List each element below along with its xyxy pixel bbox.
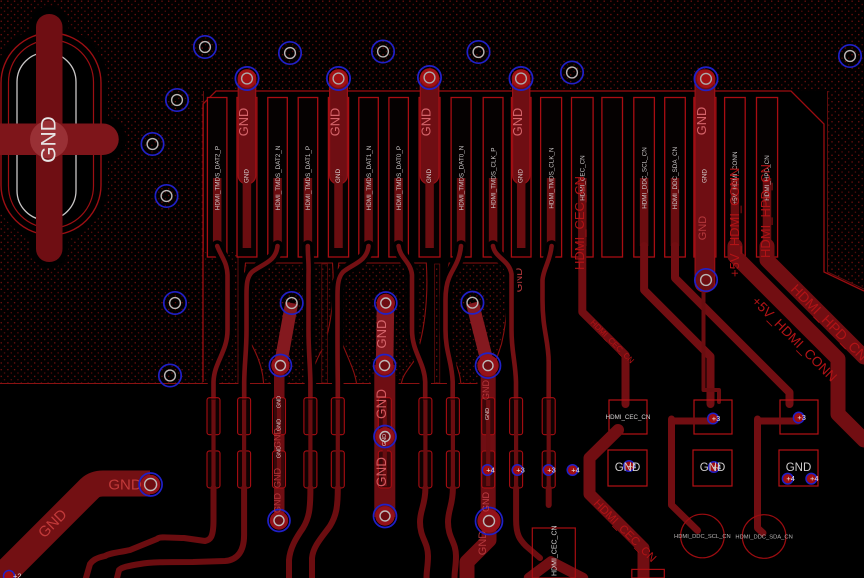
svg-text:HDMI_TMDS_DAT0_P: HDMI_TMDS_DAT0_P bbox=[396, 146, 403, 210]
svg-text:HDMI_TMDS_DAT1_P: HDMI_TMDS_DAT1_P bbox=[305, 146, 312, 210]
svg-text:GND: GND bbox=[273, 493, 283, 514]
svg-text:+4: +4 bbox=[810, 474, 819, 483]
svg-text:HDMI_CEC_CN: HDMI_CEC_CN bbox=[606, 414, 651, 421]
svg-text:GND: GND bbox=[277, 396, 283, 408]
svg-text:HDMI_TMDS_DAT0_N: HDMI_TMDS_DAT0_N bbox=[458, 145, 465, 210]
svg-text:+4: +4 bbox=[786, 474, 795, 483]
svg-text:GND: GND bbox=[108, 477, 142, 494]
svg-text:GND: GND bbox=[243, 169, 250, 183]
svg-text:HDMI_DDC_SCL_CN: HDMI_DDC_SCL_CN bbox=[641, 147, 648, 209]
svg-text:+3: +3 bbox=[547, 466, 556, 475]
svg-text:GND: GND bbox=[477, 531, 489, 556]
svg-text:GND: GND bbox=[700, 462, 726, 474]
svg-text:GND: GND bbox=[485, 408, 491, 420]
svg-text:GND: GND bbox=[518, 169, 525, 183]
svg-text:GND: GND bbox=[426, 169, 433, 183]
svg-text:GND: GND bbox=[697, 216, 709, 241]
svg-text:GND: GND bbox=[694, 107, 709, 135]
svg-text:GND: GND bbox=[277, 446, 283, 458]
svg-text:+4: +4 bbox=[571, 466, 580, 475]
svg-text:GND: GND bbox=[615, 462, 641, 474]
svg-text:GND: GND bbox=[481, 492, 491, 513]
svg-text:HDMI_HPD_CN: HDMI_HPD_CN bbox=[764, 155, 771, 201]
svg-text:HDMI_TMDS_DAT2_P: HDMI_TMDS_DAT2_P bbox=[214, 146, 221, 210]
svg-text:HDMI_HPD_CN: HDMI_HPD_CN bbox=[758, 164, 773, 258]
svg-text:GND: GND bbox=[382, 434, 388, 446]
svg-text:GND: GND bbox=[374, 320, 389, 349]
svg-text:GND: GND bbox=[419, 108, 434, 136]
svg-text:+5V_HDMI_CONN: +5V_HDMI_CONN bbox=[727, 168, 742, 277]
svg-text:GND: GND bbox=[701, 169, 708, 183]
svg-text:HDMI_TMDS_CLK_P: HDMI_TMDS_CLK_P bbox=[490, 148, 497, 209]
svg-text:GND: GND bbox=[273, 468, 283, 489]
svg-text:GND: GND bbox=[335, 169, 342, 183]
svg-text:HDMI_TMDS_DAT1_N: HDMI_TMDS_DAT1_N bbox=[366, 145, 373, 210]
svg-text:+3: +3 bbox=[516, 466, 525, 475]
svg-text:HDMI_TMDS_DAT2_N: HDMI_TMDS_DAT2_N bbox=[275, 145, 282, 210]
svg-text:GND: GND bbox=[328, 108, 343, 136]
svg-text:GND: GND bbox=[374, 389, 389, 419]
svg-text:GND: GND bbox=[510, 108, 525, 136]
svg-text:HDMI_DDC_SDA_CN: HDMI_DDC_SDA_CN bbox=[735, 535, 792, 541]
svg-text:HDMI_CEC_CN: HDMI_CEC_CN bbox=[572, 176, 587, 270]
svg-text:GND: GND bbox=[481, 380, 491, 401]
svg-text:HDMI_DDC_SDA_CN: HDMI_DDC_SDA_CN bbox=[672, 146, 679, 209]
svg-text:GND: GND bbox=[374, 457, 389, 487]
svg-text:+3: +3 bbox=[712, 414, 721, 423]
svg-text:HDMI_CEC_CN: HDMI_CEC_CN bbox=[552, 525, 559, 576]
svg-text:+3: +3 bbox=[797, 413, 806, 422]
svg-text:GND: GND bbox=[273, 428, 283, 449]
svg-text:HDMI_DDC_SCL_CN: HDMI_DDC_SCL_CN bbox=[674, 534, 731, 540]
svg-text:GND: GND bbox=[786, 462, 812, 474]
svg-text:HDMI_CEC_CN: HDMI_CEC_CN bbox=[580, 155, 587, 201]
svg-text:GND: GND bbox=[277, 419, 283, 431]
svg-text:HDMI_TMDS_CLK_N: HDMI_TMDS_CLK_N bbox=[548, 147, 555, 209]
svg-text:+2: +2 bbox=[13, 572, 22, 578]
svg-text:+4: +4 bbox=[628, 462, 637, 471]
svg-text:+4: +4 bbox=[486, 466, 495, 475]
svg-text:GND: GND bbox=[38, 116, 61, 163]
svg-text:+4: +4 bbox=[713, 463, 722, 472]
svg-text:GND: GND bbox=[236, 108, 251, 136]
svg-text:+5V_HDMI_CONN: +5V_HDMI_CONN bbox=[732, 151, 739, 204]
